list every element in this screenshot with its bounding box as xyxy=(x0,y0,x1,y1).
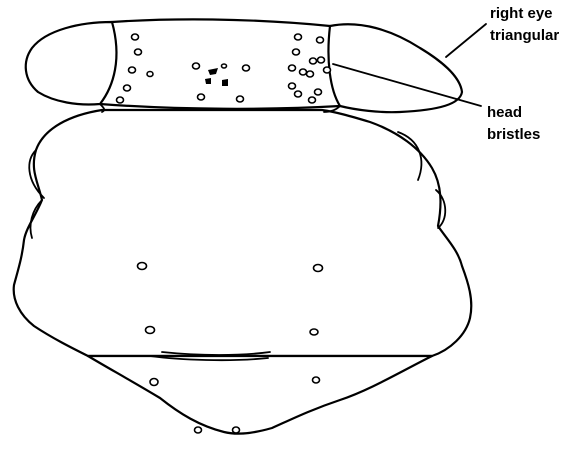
bristle xyxy=(300,69,307,75)
right-eye-label-line1: right eye xyxy=(490,5,553,22)
thorax-outline xyxy=(14,110,472,356)
bristle xyxy=(135,49,142,55)
bristle xyxy=(117,97,124,103)
bristle xyxy=(295,34,302,40)
bristle xyxy=(310,58,317,64)
bristle xyxy=(314,265,323,272)
bristle xyxy=(324,67,331,73)
bristle xyxy=(295,91,302,97)
bristle xyxy=(289,65,296,71)
bristle xyxy=(310,329,318,335)
bristle xyxy=(198,94,205,100)
center-mark xyxy=(222,79,228,86)
bristle xyxy=(313,377,320,383)
bristle xyxy=(138,263,147,270)
bristle xyxy=(146,327,155,334)
bristle xyxy=(222,64,227,68)
bristle xyxy=(243,65,250,71)
head-bristles-label-line2: bristles xyxy=(487,126,540,143)
bristle xyxy=(195,427,202,433)
bristle xyxy=(147,72,153,77)
bristle xyxy=(293,49,300,55)
bristle xyxy=(132,34,139,40)
right-eye-label-line2: triangular xyxy=(490,27,559,44)
center-mark xyxy=(205,78,211,84)
head-bristles-label-line1: head xyxy=(487,104,522,121)
bristle xyxy=(315,89,322,95)
bristle xyxy=(150,379,158,386)
head-band xyxy=(100,19,340,108)
bristle xyxy=(233,427,240,433)
bristle xyxy=(129,67,136,73)
bristle xyxy=(193,63,200,69)
bristle xyxy=(289,83,296,89)
left-eye xyxy=(26,22,117,105)
abdomen xyxy=(88,356,432,434)
bristle xyxy=(124,85,131,91)
bristle xyxy=(237,96,244,102)
bristle xyxy=(317,37,324,43)
body xyxy=(14,110,472,434)
bristle xyxy=(309,97,316,103)
right-eye-leader-line xyxy=(446,24,486,57)
bristle xyxy=(318,57,325,63)
labels: right eye triangular head bristles xyxy=(487,5,559,143)
bristle xyxy=(307,71,314,77)
